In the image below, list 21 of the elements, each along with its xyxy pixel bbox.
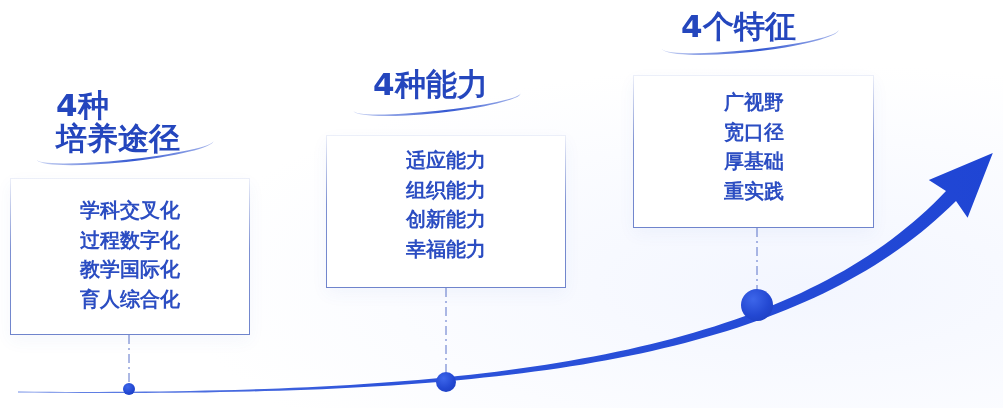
list-item-text: 广视野 <box>723 89 784 116</box>
list-item-text: 创新能力 <box>406 206 486 233</box>
dashed-connector <box>445 287 447 373</box>
list-item-text: 重实践 <box>723 177 784 205</box>
card-heading: 4种能力 <box>373 68 488 101</box>
list-item-text: 组织能力 <box>406 176 486 204</box>
card-heading: 4个特征 <box>681 10 796 43</box>
dashed-connector <box>756 227 758 290</box>
milestone-dot-icon <box>741 289 773 321</box>
list-item-text: 学科交叉化 <box>80 197 180 224</box>
list-item-text: 幸福能力 <box>406 235 486 263</box>
dashed-connector <box>128 334 130 384</box>
list-item-text: 适应能力 <box>406 147 486 174</box>
card-heading: 4种培养途径 <box>56 89 180 155</box>
list-item-text: 过程数字化 <box>80 226 180 254</box>
milestone-dot-icon <box>123 383 135 395</box>
milestone-dot-icon <box>436 372 456 392</box>
list-item-text: 宽口径 <box>723 118 784 146</box>
list-item-text: 教学国际化 <box>80 256 180 283</box>
list-item-text: 厚基础 <box>723 148 784 175</box>
list-item-text: 育人综合化 <box>80 285 180 313</box>
